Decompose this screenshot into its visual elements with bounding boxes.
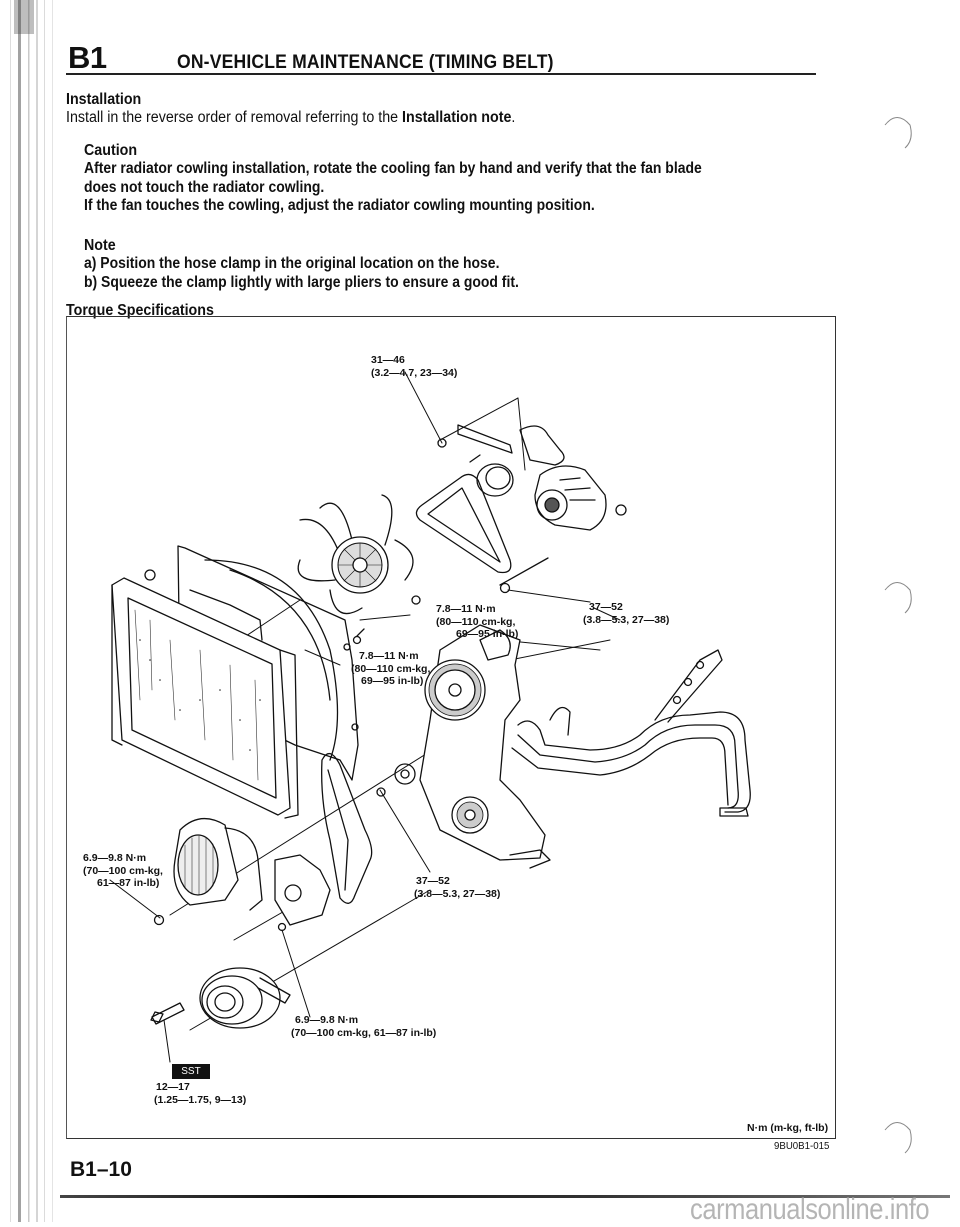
cooling-fan <box>297 494 414 615</box>
installation-note-ref: Installation note <box>402 109 512 126</box>
torque-callout-fan-bolt: 7.8—11 N·m (80—110 cm-kg, 69—95 in-lb) <box>351 650 430 688</box>
footer-rule <box>60 1195 950 1198</box>
scan-binding-edge <box>10 0 53 1222</box>
torque-callout-tensioner: 37—52 (3.8—5.3, 27—38) <box>414 875 500 900</box>
caution-line: After radiator cowling installation, rot… <box>84 160 702 177</box>
torque-callout-lower-cover: 6.9—9.8 N·m (70—100 cm-kg, 61—87 in-lb) <box>291 1014 436 1039</box>
torque-callout-water-pump-bracket: 31—46 (3.2—4.7, 23—34) <box>371 354 457 379</box>
figure-id: 9BU0B1-015 <box>774 1140 830 1152</box>
callout-line: (80—110 cm-kg, <box>436 615 516 628</box>
note-heading: Note <box>84 237 116 254</box>
water-pump <box>437 424 565 497</box>
callout-line: 61—87 in-lb) <box>97 877 160 889</box>
caution-line: does not touch the radiator cowling. <box>84 179 325 196</box>
alternator <box>534 465 627 531</box>
section-code: B1 <box>68 40 107 75</box>
callout-line: (3.8—5.3, 27—38) <box>414 887 501 900</box>
callout-line: 69—95 in-lb) <box>361 675 424 687</box>
callout-line: 69—95 in-lb) <box>456 628 519 640</box>
sst-badge: SST <box>172 1064 210 1079</box>
callout-line: (70—100 cm-kg, <box>83 864 163 877</box>
coolant-pipes <box>511 649 751 817</box>
bolts <box>150 557 549 1025</box>
callout-line: 12—17 <box>156 1081 190 1093</box>
timing-belt-covers <box>173 818 331 926</box>
header-rule <box>66 73 816 75</box>
callout-line: 31—46 <box>371 354 405 366</box>
callout-line: 37—52 <box>416 875 450 887</box>
callout-line: 7.8—11 N·m <box>436 603 496 615</box>
installation-text: Install in the reverse order of removal … <box>66 109 515 127</box>
callout-line: (1.25—1.75, 9—13) <box>154 1093 247 1106</box>
installation-heading: Installation <box>66 91 142 108</box>
callout-line: (3.2—4.7, 23—34) <box>371 366 458 379</box>
timing-belt <box>321 753 373 904</box>
callout-line: 6.9—9.8 N·m <box>295 1014 359 1026</box>
callout-line: (70—100 cm-kg, 61—87 in-lb) <box>291 1026 437 1039</box>
engine-front <box>394 624 551 869</box>
caution-heading: Caution <box>84 142 138 159</box>
callout-line: 6.9—9.8 N·m <box>83 852 147 864</box>
torque-callout-alternator-bolt: 37—52 (3.8—5.3, 27—38) <box>583 601 669 626</box>
caution-line: If the fan touches the cowling, adjust t… <box>84 197 595 214</box>
installation-text-before: Install in the reverse order of removal … <box>66 109 403 126</box>
callout-line: (80—110 cm-kg, <box>351 662 431 675</box>
callout-line: 7.8—11 N·m <box>359 650 419 662</box>
page-title: ON-VEHICLE MAINTENANCE (TIMING BELT) <box>177 51 554 73</box>
torque-units-legend: N·m (m-kg, ft-lb) <box>747 1122 829 1134</box>
note-item: b) Squeeze the clamp lightly with large … <box>84 274 519 291</box>
torque-diagram-frame <box>66 316 836 1139</box>
torque-callout-fan-clutch: 7.8—11 N·m (80—110 cm-kg, 69—95 in-lb) <box>436 603 518 641</box>
drive-belt <box>415 473 512 574</box>
note-item: a) Position the hose clamp in the origin… <box>84 255 500 272</box>
radiator <box>111 569 299 819</box>
torque-callout-crankshaft-bolt: 12—17 (1.25—1.75, 9—13) <box>154 1081 246 1106</box>
callout-line: (3.8—5.3, 27—38) <box>583 613 670 626</box>
torque-heading: Torque Specifications <box>66 302 214 319</box>
watermark: carmanualsonline.info <box>690 1193 930 1226</box>
torque-callout-upper-cover: 6.9—9.8 N·m (70—100 cm-kg, 61—87 in-lb) <box>83 852 163 890</box>
page-number: B1–10 <box>70 1158 132 1181</box>
crankshaft-pulley <box>199 967 291 1029</box>
callout-line: 37—52 <box>589 601 623 613</box>
installation-text-after: . <box>511 109 516 126</box>
